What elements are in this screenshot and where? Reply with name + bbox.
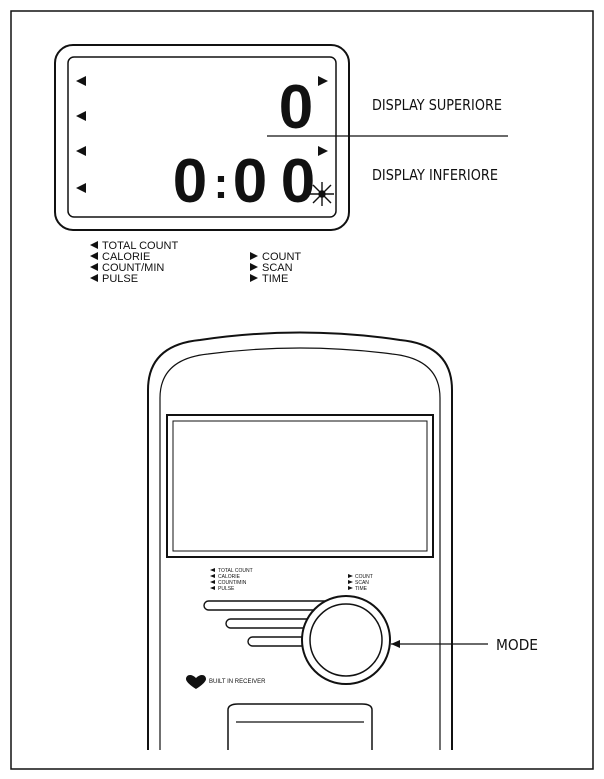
console-mini-legend: TOTAL COUNT CALORIE COUNT/MIN PULSE COUN… [210,568,373,592]
console-screen [166,414,434,558]
legend-left-arrow-4 [90,274,98,282]
console-housing-inner [159,347,441,750]
console-housing-outer [147,331,453,750]
mini-legend-count-min: COUNT/MIN [218,580,247,586]
upper-display-callout: DISPLAY SUPERIORE [267,96,508,137]
lower-display-callout: DISPLAY INFERIORE [372,166,498,184]
mini-legend-right-arrow-3 [348,586,353,590]
mini-legend-right-arrow-1 [348,574,353,578]
legend-right-arrow-3 [250,274,258,282]
legend-left-arrow-2 [90,252,98,260]
mini-legend-calorie: CALORIE [218,574,241,580]
legend-left-count-min: COUNT/MIN [102,262,164,274]
legend-right-time: TIME [262,273,288,285]
mode-callout-arrowhead [391,640,400,648]
grip-slot-2 [225,618,317,629]
lcd-right-arrow-1 [318,76,328,86]
legend-left-arrow-1 [90,241,98,249]
lcd-left-arrow-4 [76,183,86,193]
mode-knob[interactable] [301,595,391,685]
diagram-canvas: 0 0 : 0 0 DISPLAY SUPERIORE DISPLAY INFE… [10,10,594,770]
mini-legend-left-arrow-3 [210,580,215,584]
lcd-left-arrow-1 [76,76,86,86]
lcd-lower-digit-3: 0 [281,147,315,216]
upper-display-label: DISPLAY SUPERIORE [372,96,502,114]
lcd-legend: TOTAL COUNT CALORIE COUNT/MIN PULSE COUN… [90,240,301,285]
legend-left-pulse: PULSE [102,273,138,285]
lcd-display: 0 0 : 0 0 [54,44,350,231]
legend-right-scan: SCAN [262,262,293,274]
legend-right-arrow-1 [250,252,258,260]
mini-legend-time: TIME [355,586,368,592]
mini-legend-count: COUNT [355,574,373,580]
lcd-lower-colon: : [214,159,229,208]
outer-border [10,10,594,770]
mini-legend-total-count: TOTAL COUNT [218,568,253,574]
lcd-outer-frame [54,44,350,231]
legend-left-arrow-3 [90,263,98,271]
lcd-lower-digit-2: 0 [233,147,267,216]
receiver-label: BUILT IN RECEIVER [209,679,266,685]
lcd-left-arrow-2 [76,111,86,121]
lower-display-label: DISPLAY INFERIORE [372,166,498,184]
legend-right-count: COUNT [262,251,301,263]
legend-left-total-count: TOTAL COUNT [102,240,178,252]
legend-right-arrow-2 [250,263,258,271]
lcd-inner-frame [67,56,337,218]
lcd-left-arrow-3 [76,146,86,156]
console-screen-inner [172,420,428,552]
mode-callout: MODE [391,636,538,654]
legend-left-calorie: CALORIE [102,251,150,263]
mini-legend-left-arrow-4 [210,586,215,590]
grip-slot-3 [247,636,307,647]
lcd-upper-digit: 0 [279,73,313,142]
mini-legend-scan: SCAN [355,580,369,586]
console-unit: TOTAL COUNT CALORIE COUNT/MIN PULSE COUN… [147,331,453,750]
console-bottom-tab [227,703,373,750]
lcd-right-arrow-2 [318,146,328,156]
mini-legend-left-arrow-1 [210,568,215,572]
mini-legend-right-arrow-2 [348,580,353,584]
mini-legend-left-arrow-2 [210,574,215,578]
mode-label: MODE [496,636,538,654]
mini-legend-pulse: PULSE [218,586,235,592]
pulse-burst-icon [310,182,334,206]
lcd-lower-digit-1: 0 [173,147,207,216]
heart-icon [186,675,206,689]
